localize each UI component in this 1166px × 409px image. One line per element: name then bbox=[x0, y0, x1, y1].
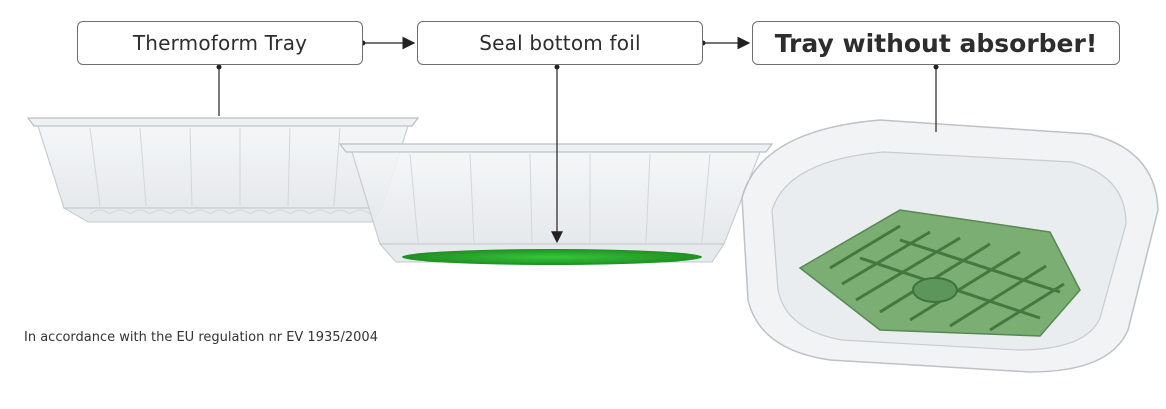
thermoform-tray-image bbox=[26, 117, 420, 223]
sealed-tray-image bbox=[338, 143, 774, 265]
step-seal-bottom-foil: Seal bottom foil bbox=[417, 21, 703, 65]
arrow-box2-to-box3 bbox=[700, 36, 751, 50]
step-tray-without-absorber: Tray without absorber! bbox=[752, 21, 1120, 65]
pointer-box3-to-tray bbox=[933, 64, 939, 132]
arrow-box1-to-box2 bbox=[360, 36, 416, 50]
step-thermoform-tray: Thermoform Tray bbox=[77, 21, 363, 65]
tray-without-absorber-image bbox=[741, 119, 1159, 373]
pointer-box1-to-tray bbox=[216, 64, 222, 116]
pointer-box2-to-foil bbox=[551, 64, 563, 244]
absorber-grid bbox=[798, 209, 1081, 337]
bottom-foil bbox=[402, 249, 702, 265]
regulation-note: In accordance with the EU regulation nr … bbox=[24, 330, 378, 345]
